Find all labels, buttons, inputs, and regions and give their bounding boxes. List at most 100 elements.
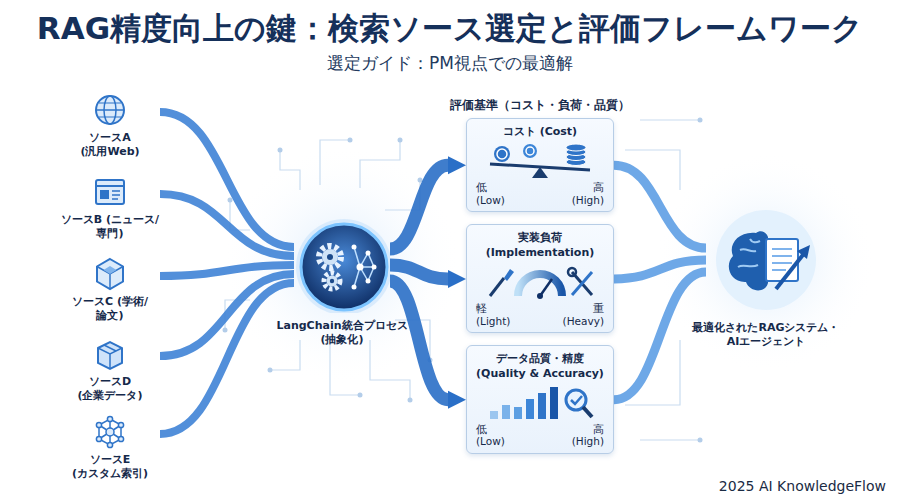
hub-illustration-part [301, 224, 387, 310]
output-node: 最適化されたRAGシステム・ AIエージェント [706, 205, 826, 315]
panel-illustration-part-part [566, 144, 586, 151]
source-icon-part [104, 266, 117, 274]
source-icon-part-part [118, 436, 123, 441]
scale-end-label: 高 (High) [562, 181, 604, 206]
panel-illustration-part-part [490, 411, 498, 419]
hub-illustration-part-part [366, 251, 371, 256]
process-hub: LangChain統合プロセス (抽象化) [294, 217, 390, 313]
source-box: ソースC (学術/論文) [60, 256, 160, 323]
panel-illustration-part [490, 278, 504, 296]
source-icon-part [96, 185, 124, 187]
circuit-lines-part [360, 140, 400, 188]
flow-connector [614, 165, 706, 248]
circuit-lines-part [280, 150, 300, 190]
circuit-dots-part [268, 368, 273, 373]
panel-illustration [480, 264, 600, 300]
panel-illustration-part-part [526, 399, 534, 419]
source-icon [92, 414, 128, 450]
panel-illustration [480, 385, 600, 421]
circuit-dots-part [278, 148, 283, 153]
hub-illustration-part [324, 273, 340, 289]
source-icon-part [99, 103, 121, 117]
panel-illustration-part [523, 144, 537, 158]
source-icon [92, 256, 128, 292]
circuit-dots-part [223, 328, 228, 333]
output-illustration-part [738, 239, 760, 267]
circuit-dots-part [408, 398, 413, 403]
watermark: 2025 AI KnowledgeFlow [719, 478, 886, 494]
panel-illustration-part-part [538, 393, 546, 419]
source-box: ソースA (汎用Web) [60, 92, 160, 159]
output-illustration-part [729, 231, 768, 290]
criteria-heading: 評価基準（コスト・負荷・品質） [440, 98, 640, 113]
source-icon-part [112, 191, 120, 199]
panel-illustration-part [571, 396, 582, 404]
panel-illustration-part-part [550, 387, 558, 419]
hub-illustration-part [319, 246, 341, 268]
subtitle: 選定ガイド：PM視点での最適解 [0, 52, 900, 75]
scale-row: 軽 (Light)重 (Heavy) [476, 302, 604, 327]
circuit-lines-part [640, 439, 700, 440]
panel-illustration [480, 143, 600, 179]
source-label: ソースD (企業データ) [60, 375, 160, 403]
source-label: ソースA (汎用Web) [60, 131, 160, 159]
source-icon-part-part [107, 442, 112, 447]
source-icon-part [96, 109, 124, 111]
criteria-panel: 実装負荷 (Implementation) 軽 (Light)重 (Heavy) [466, 224, 614, 333]
hub-illustration-part [330, 279, 334, 283]
circuit-lines-part [640, 119, 700, 120]
criteria-panel: コスト (Cost) 低 (Low) 高 (High) [466, 118, 614, 212]
hub-illustration-part [327, 254, 333, 260]
panel-heading: データ品質・精度 (Quality & Accuracy) [476, 352, 604, 381]
circuit-lines-part [370, 340, 410, 400]
connector-group [160, 112, 706, 434]
hub-illustration-part-part [352, 285, 357, 290]
source-icon-part-part [106, 428, 114, 436]
criteria-panel: データ品質・精度 (Quality & Accuracy)低 (Low)高 (H… [466, 345, 614, 454]
source-box: ソースE (カスタム索引) [60, 414, 160, 481]
panel-illustration-part-part [502, 405, 510, 419]
source-icon [92, 336, 128, 372]
source-icon-part [96, 416, 123, 447]
source-icon-part-part [118, 422, 123, 427]
source-icon [92, 174, 128, 210]
source-icon-part [97, 267, 123, 290]
panel-illustration-part [537, 293, 543, 299]
panel-illustration-part [566, 144, 586, 166]
hub-illustration-part-part [352, 245, 357, 250]
source-icon-part-part [99, 419, 121, 445]
source-icon-part [100, 190, 109, 199]
source-icon-part [99, 419, 121, 445]
flow-connector [390, 281, 448, 400]
circuit-dots-part [228, 198, 233, 203]
panel-illustration-part [518, 274, 562, 296]
panel-heading: 実装負荷 (Implementation) [476, 231, 604, 260]
circuit-dots-part [348, 138, 353, 143]
panel-illustration-part [568, 268, 576, 276]
hub-illustration-part [327, 276, 338, 287]
hub-illustration-part [352, 245, 377, 290]
source-icon [92, 92, 128, 128]
circuit-dots-part [398, 138, 403, 143]
output-illustration-part [797, 245, 810, 259]
output-illustration-part [772, 249, 792, 270]
flow-connector [390, 165, 448, 249]
scale-end-label: 重 (Heavy) [562, 302, 604, 327]
panel-heading: コスト (Cost) [476, 125, 604, 139]
circuit-lines-part [270, 340, 300, 370]
output-illustration-part [716, 210, 816, 310]
scale-end-label: 高 (High) [562, 423, 604, 448]
scale-end-label: 低 (Low) [476, 181, 518, 206]
node-caption: 最適化されたRAGシステム・ AIエージェント [681, 321, 851, 350]
source-icon-part-part [96, 422, 101, 427]
hub-illustration-part [322, 249, 338, 265]
source-label: ソースC (学術/論文) [60, 295, 160, 323]
panel-illustration-part [526, 147, 534, 155]
panel-illustration-part [583, 407, 592, 417]
flow-connector [390, 265, 448, 279]
flow-connector [160, 194, 294, 256]
source-icon-part-part [107, 416, 112, 421]
panel-illustration-part [497, 149, 507, 159]
